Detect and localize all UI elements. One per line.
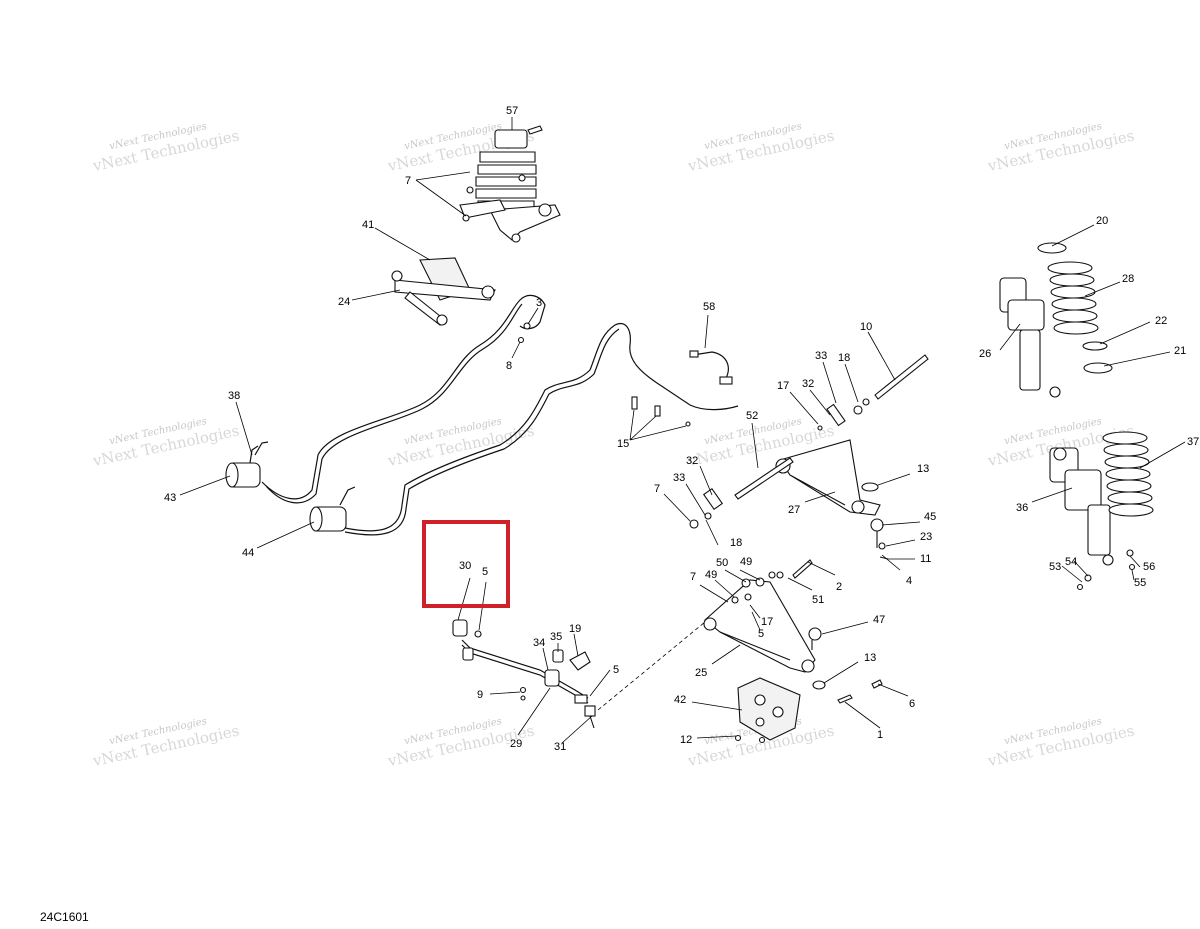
callout-41: 41 xyxy=(362,219,374,231)
brake-line xyxy=(254,294,739,536)
callout-44: 44 xyxy=(242,547,254,559)
callout-8: 8 xyxy=(506,360,512,372)
bracket-42 xyxy=(734,677,801,744)
callout-1: 1 xyxy=(877,729,883,741)
callout-56: 56 xyxy=(1143,561,1155,573)
fittings-15 xyxy=(631,396,691,427)
callout-13: 13 xyxy=(917,463,929,475)
callout-28: 28 xyxy=(1122,273,1134,285)
callout-21: 21 xyxy=(1174,345,1186,357)
callout-labels: 57 7 41 24 3 8 38 43 44 58 15 10 33 18 1… xyxy=(164,105,1199,753)
callout-15: 15 xyxy=(617,438,629,450)
callout-33: 33 xyxy=(815,350,827,362)
callout-52: 52 xyxy=(746,410,758,422)
assembly-guide-line xyxy=(597,621,706,711)
line-clamp xyxy=(517,322,531,344)
callout-37: 37 xyxy=(1187,436,1199,448)
callout-49: 49 xyxy=(705,569,717,581)
callout-57: 57 xyxy=(506,105,518,117)
callout-33: 33 xyxy=(673,472,685,484)
rear-shock-assembly xyxy=(459,125,561,243)
upper-a-arm xyxy=(689,354,929,560)
callout-51: 51 xyxy=(812,594,824,606)
callout-45: 45 xyxy=(924,511,936,523)
callout-18: 18 xyxy=(838,352,850,364)
callout-7: 7 xyxy=(405,175,411,187)
callout-35: 35 xyxy=(550,631,562,643)
callout-12: 12 xyxy=(680,734,692,746)
callout-55: 55 xyxy=(1134,577,1146,589)
watermark-12: vNext Technologies vNext Technologies xyxy=(985,716,1135,770)
callout-10: 10 xyxy=(860,321,872,333)
leader-lines xyxy=(179,117,1186,744)
callout-32: 32 xyxy=(802,378,814,390)
callout-34: 34 xyxy=(533,637,545,649)
callout-25: 25 xyxy=(695,667,707,679)
callout-18: 18 xyxy=(730,537,742,549)
callout-9: 9 xyxy=(477,689,483,701)
callout-11: 11 xyxy=(920,553,931,565)
front-shock-lower xyxy=(1049,431,1154,591)
callout-31: 31 xyxy=(554,741,566,753)
callout-43: 43 xyxy=(164,492,176,504)
callout-23: 23 xyxy=(920,531,932,543)
callout-54: 54 xyxy=(1065,556,1077,568)
callout-22: 22 xyxy=(1155,315,1167,327)
callout-17: 17 xyxy=(777,380,789,392)
watermark-5: vNext Technologies vNext Technologies xyxy=(90,416,240,470)
callout-7: 7 xyxy=(654,483,660,495)
callout-30: 30 xyxy=(459,560,471,572)
hose-58 xyxy=(689,350,733,385)
watermark-1: vNext Technologies vNext Technologies xyxy=(90,121,240,175)
caliper-43 xyxy=(225,462,261,488)
callout-5: 5 xyxy=(482,566,488,578)
watermark-6: vNext Technologies vNext Technologies xyxy=(385,416,535,470)
callout-32: 32 xyxy=(686,455,698,467)
callout-38: 38 xyxy=(228,390,240,402)
front-shock-upper xyxy=(999,242,1113,398)
callout-20: 20 xyxy=(1096,215,1108,227)
callout-58: 58 xyxy=(703,301,715,313)
callout-26: 26 xyxy=(979,348,991,360)
sway-bar xyxy=(452,619,596,729)
bleeder-38 xyxy=(249,445,259,464)
callout-6: 6 xyxy=(909,698,915,710)
callout-5: 5 xyxy=(758,628,764,640)
callout-2: 2 xyxy=(836,581,842,593)
callout-42: 42 xyxy=(674,694,686,706)
watermark-9: vNext Technologies vNext Technologies xyxy=(90,716,240,770)
callout-17: 17 xyxy=(761,616,773,628)
callout-49: 49 xyxy=(740,556,752,568)
callout-13: 13 xyxy=(864,652,876,664)
highlight-box xyxy=(422,520,510,608)
callout-50: 50 xyxy=(716,557,728,569)
callout-29: 29 xyxy=(510,738,522,750)
callout-19: 19 xyxy=(569,623,581,635)
callout-27: 27 xyxy=(788,504,800,516)
callout-36: 36 xyxy=(1016,502,1028,514)
watermark-3: vNext Technologies vNext Technologies xyxy=(685,121,835,175)
callout-4: 4 xyxy=(906,575,912,587)
lower-a-arm xyxy=(703,559,883,704)
diagram-code: 24C1601 xyxy=(40,910,89,924)
callout-24: 24 xyxy=(338,296,350,308)
callout-47: 47 xyxy=(873,614,885,626)
callout-3: 3 xyxy=(536,297,542,309)
callout-7: 7 xyxy=(690,571,696,583)
watermarks: vNext Technologies vNext Technologies vN… xyxy=(90,121,1135,770)
rear-arm-assembly xyxy=(391,257,496,326)
watermark-4: vNext Technologies vNext Technologies xyxy=(985,121,1135,175)
callout-5: 5 xyxy=(613,664,619,676)
callout-53: 53 xyxy=(1049,561,1061,573)
caliper-44 xyxy=(309,506,347,532)
